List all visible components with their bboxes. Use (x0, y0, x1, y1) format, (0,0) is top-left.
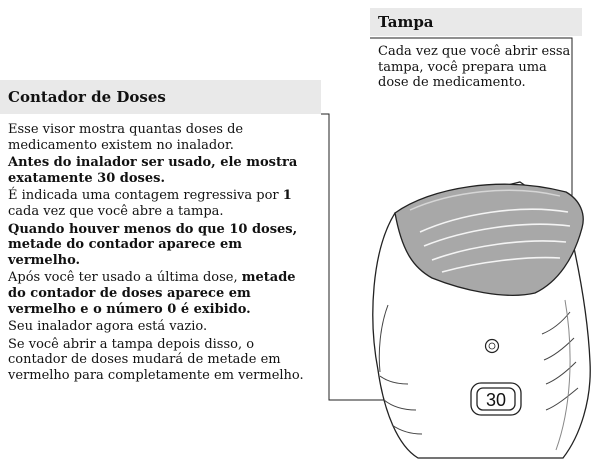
counter-number: 30 (486, 390, 506, 410)
cap-description: Cada vez que você abrir essa tampa, você… (378, 44, 571, 91)
body-groove (545, 387, 579, 411)
cap-ridge (431, 240, 567, 261)
dose-counter-description: Esse visor mostra quantas doses de medic… (0, 114, 321, 384)
cap-title: Tampa (370, 8, 582, 36)
dose-paragraph-7: Se você abrir a tampa depois disso, o co… (8, 336, 304, 383)
body-edge (555, 299, 571, 451)
body-groove (543, 337, 575, 361)
cap-ridge (419, 208, 569, 233)
dose-paragraph-6: Seu inalador agora está vazio. (8, 319, 208, 335)
dose-paragraph-1: Esse visor mostra quantas doses de medic… (8, 122, 244, 153)
cap-highlight (409, 189, 561, 211)
dose-paragraph-4: Quando houver menos do que 10 doses, met… (8, 221, 298, 268)
body-groove (541, 311, 571, 335)
cap-ridge (423, 223, 571, 247)
dose-counter-title: Contador de Doses (0, 80, 321, 114)
body-groove (383, 399, 417, 411)
dose-paragraph-2: Antes do inalador ser usado, ele mostra … (8, 155, 298, 186)
dose-counter-panel: Contador de Doses Esse visor mostra quan… (0, 80, 321, 386)
vent-hole-inner (488, 342, 496, 350)
cap-panel: Tampa Cada vez que você abrir essa tampa… (370, 8, 582, 91)
counter-window-inner (476, 387, 516, 411)
cap-ridge (441, 256, 561, 273)
body-groove (391, 424, 423, 435)
dose-paragraph-3: É indicada uma contagem regressiva por 1… (8, 188, 292, 219)
cap-leader-line (370, 37, 573, 211)
dose-paragraph-5: Após você ter usado a última dose, metad… (8, 270, 296, 317)
body-groove (379, 375, 409, 385)
body-groove (378, 304, 389, 373)
inhaler-cap (394, 183, 584, 296)
body-groove (545, 361, 577, 385)
